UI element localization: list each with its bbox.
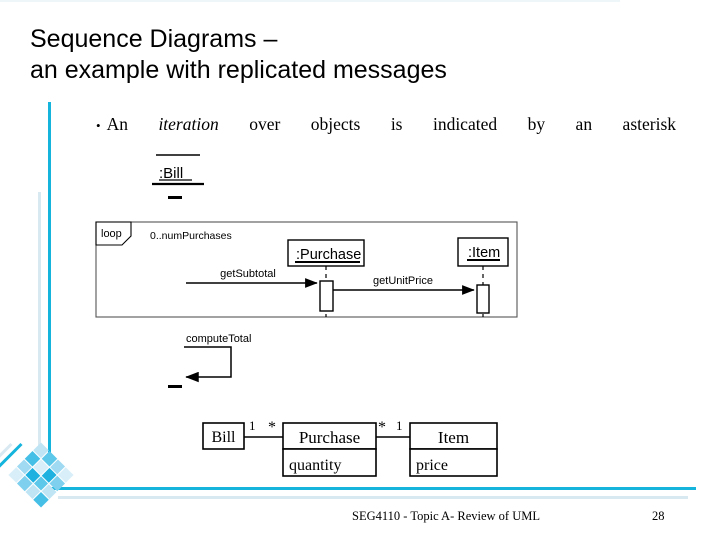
multiplicity-bill-side: 1	[249, 418, 256, 433]
bullet-marker-icon: •	[96, 118, 101, 133]
message-get-unit-price: getUnitPrice	[333, 275, 475, 295]
class-purchase-attribute-quantity: quantity	[289, 457, 341, 474]
message-compute-total: computeTotal	[184, 333, 251, 383]
fragment-guard-label: 0..numPurchases	[150, 230, 232, 242]
class-box-item: Item price	[409, 422, 498, 477]
class-item-name: Item	[438, 428, 469, 447]
fragment-operator-label: loop	[101, 228, 122, 240]
class-item-attribute-price: price	[416, 457, 448, 474]
class-purchase-name: Purchase	[299, 428, 360, 447]
decorative-vertical-accent-line	[48, 102, 51, 454]
lifeline-bill-label: :Bill	[159, 165, 183, 182]
combined-fragment-loop: loop 0..numPurchases	[95, 221, 518, 318]
class-box-purchase: Purchase quantity	[282, 422, 377, 477]
decorative-horizontal-pale-line	[58, 496, 688, 499]
lifeline-purchase-label: :Purchase	[296, 247, 361, 263]
message-compute-total-label: computeTotal	[186, 333, 251, 345]
multiplicity-purchase-left-side: *	[268, 419, 276, 436]
footer-label: SEG4110 - Topic A- Review of UML	[352, 509, 540, 523]
lifeline-item-label: :Item	[468, 245, 500, 261]
multiplicity-purchase-right-side: *	[378, 419, 386, 436]
decorative-horizontal-accent-line	[48, 487, 696, 490]
page-title: Sequence Diagrams – an example with repl…	[30, 25, 447, 84]
bullet-text-part2: over objects is indicated by an asterisk	[218, 114, 677, 134]
bullet-text-part1: An	[106, 114, 159, 134]
decorative-horizontal-faint-line	[0, 0, 620, 2]
lifeline-item-head: :Item	[457, 237, 509, 267]
bullet-text: An iteration over objects is indicated b…	[107, 114, 676, 135]
message-get-subtotal-label: getSubtotal	[220, 268, 276, 280]
lifeline-purchase-head: :Purchase	[287, 239, 365, 267]
footer-page-number: 28	[652, 509, 665, 523]
message-get-unit-price-label: getUnitPrice	[373, 275, 433, 287]
association-purchase-item: * 1	[376, 418, 410, 438]
class-box-bill: Bill	[202, 422, 245, 450]
association-bill-purchase: 1 *	[244, 418, 283, 438]
multiplicity-item-side: 1	[396, 418, 403, 433]
activation-bar-item	[476, 284, 490, 314]
activation-bar-purchase	[319, 280, 334, 312]
lifeline-bill-head: :Bill	[152, 154, 204, 186]
activation-bar-bill-top	[168, 196, 182, 199]
class-bill-name: Bill	[211, 429, 236, 446]
bullet-text-emphasis: iteration	[158, 114, 219, 134]
bullet-item: • An iteration over objects is indicated…	[96, 114, 676, 135]
message-get-subtotal: getSubtotal	[186, 268, 318, 288]
activation-bar-bill-bottom	[168, 385, 182, 388]
decorative-vertical-pale-line	[38, 192, 41, 454]
